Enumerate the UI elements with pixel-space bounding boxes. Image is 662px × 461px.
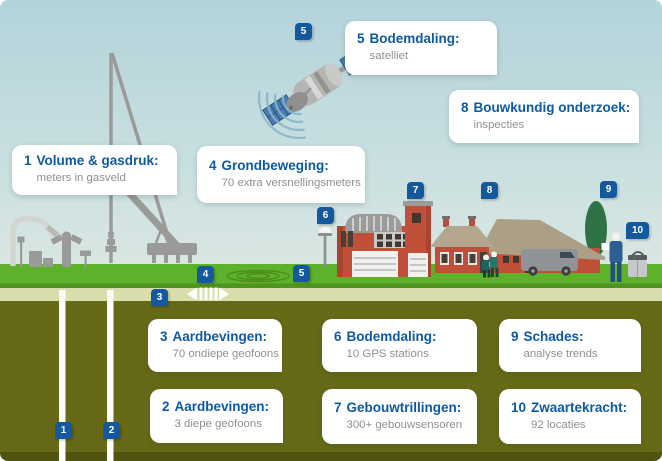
card-title: Gebouwtrillingen: [346,399,462,415]
card-number: 7 [334,399,342,415]
card-number: 3 [160,328,168,344]
borehole-pipe-1 [59,290,66,461]
card-subtitle: meters in gasveld [36,172,126,185]
underground-sensor-arrow-icon [187,287,229,301]
card-title: Schades: [523,328,584,344]
card-title: Volume & gasdruk: [36,153,159,169]
marker-10-zwaartekracht: 10 [626,222,649,239]
card-subtitle: 3 diepe geofoons [174,418,262,431]
card-number: 6 [334,328,342,344]
card-title: Aardbevingen: [172,328,268,344]
card-title: Bouwkundig onderzoek: [473,99,631,115]
borehole-pipe-2 [107,290,114,461]
grass-edge [0,283,662,288]
card-bodemdaling-gps: 6 Bodemdaling: 10 GPS stations [322,319,477,372]
card-number: 8 [461,99,469,115]
crane-base-icon [147,223,197,263]
gravimeter-icon [628,251,647,277]
card-subtitle: 70 ondiepe geofoons [172,347,279,360]
marker-1-borehole: 1 [55,422,72,439]
card-title: Zwaartekracht: [531,399,628,415]
card-number: 1 [24,153,32,169]
marker-5-satelliet: 5 [295,23,312,40]
van-icon [521,249,578,276]
marker-7-gebouwtrillingen: 7 [407,182,424,199]
card-bodemdaling-satelliet: 5 Bodemdaling: satelliet [345,21,497,75]
card-number: 5 [357,31,365,47]
card-title: Bodemdaling: [346,328,437,344]
marker-4-grondbeweging: 4 [197,266,214,283]
card-subtitle: 92 locaties [531,418,586,431]
signal-waves-icon [257,90,307,140]
card-bouwkundig-onderzoek: 8 Bouwkundig onderzoek: inspecties [449,90,639,143]
marker-9-schades: 9 [600,181,617,198]
farmhouse-icon [430,216,605,273]
gas-facility-icon [10,216,91,267]
marker-6-gps: 6 [317,207,334,224]
card-grondbeweging: 4 Grondbeweging: 70 extra versnellingsme… [197,146,365,203]
subsidence-ripples-icon [226,269,290,283]
card-number: 4 [209,157,217,173]
card-subtitle: inspecties [473,118,525,131]
card-subtitle: 70 extra versnellingsmeters [221,176,361,189]
marker-5-bodemdaling: 5 [293,265,310,282]
card-subtitle: satelliet [369,50,409,63]
card-schades: 9 Schades: analyse trends [499,319,641,372]
card-zwaartekracht: 10 Zwaartekracht: 92 locaties [499,389,641,444]
shallow-soil-band [0,288,662,301]
technician-icon [601,233,623,282]
card-aardbevingen-diep: 2 Aardbevingen: 3 diepe geofoons [150,389,283,443]
card-title: Aardbevingen: [174,399,270,415]
marker-2-borehole: 2 [103,422,120,439]
marker-3-geofoons: 3 [151,289,168,306]
card-volume-gasdruk: 1 Volume & gasdruk: meters in gasveld [12,145,177,195]
card-number: 2 [162,399,170,415]
fire-station-building-icon [337,201,433,277]
marker-8-inspecties: 8 [481,182,498,199]
bedrock-band [0,452,662,461]
card-number: 9 [511,328,519,344]
card-subtitle: 10 GPS stations [346,347,429,360]
card-subtitle: 300+ gebouwsensoren [346,418,463,431]
card-aardbevingen-ondiep: 3 Aardbevingen: 70 ondiepe geofoons [148,319,282,372]
gps-station-icon [318,226,332,267]
card-gebouwtrillingen: 7 Gebouwtrillingen: 300+ gebouwsensoren [322,389,477,444]
card-title: Grondbeweging: [221,157,329,173]
inspectors-icon [482,251,499,278]
card-subtitle: analyse trends [523,347,598,360]
card-title: Bodemdaling: [369,31,460,47]
card-number: 10 [511,399,527,415]
